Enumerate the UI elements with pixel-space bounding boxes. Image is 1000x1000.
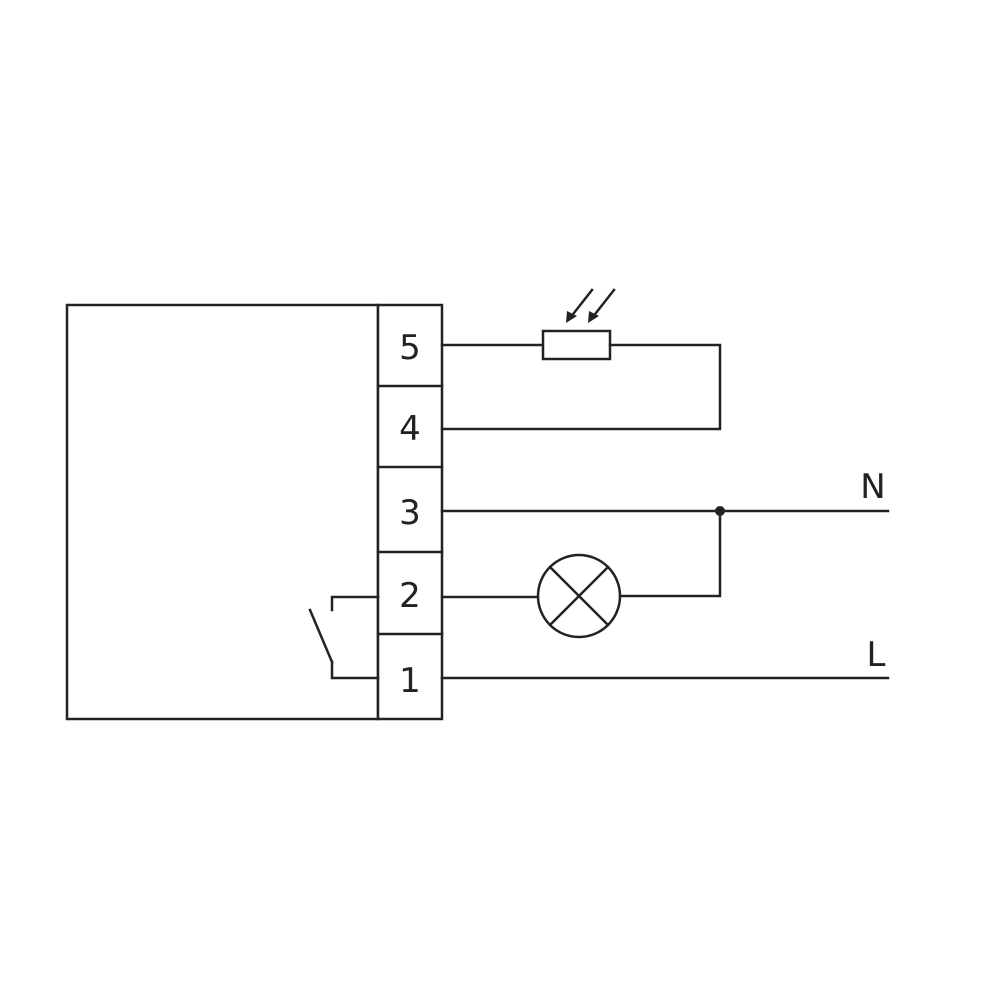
photoresistor: [541, 329, 612, 361]
terminal-2-label: 2: [399, 576, 421, 616]
terminal-1-label: 1: [399, 661, 421, 701]
terminal-4-label: 4: [399, 409, 421, 449]
live-line: L: [440, 635, 890, 680]
neutral-line: N: [440, 467, 890, 516]
terminal-3-label: 3: [399, 493, 421, 533]
relay-contact: [308, 595, 380, 680]
lamp-circuit: [440, 509, 722, 639]
relay-contact-upper-lead: [330, 595, 380, 612]
terminal-5-label: 5: [399, 328, 421, 368]
light-arrows-icon: [566, 288, 616, 323]
relay-contact-blade: [308, 608, 334, 664]
live-label: L: [867, 635, 886, 675]
lamp-return-wire: [618, 509, 722, 598]
terminal-block-frame: [376, 303, 444, 721]
device-housing: [65, 303, 380, 721]
light-sensor-circuit: [440, 288, 722, 431]
relay-contact-lower-lead: [330, 660, 380, 680]
neutral-label: N: [860, 467, 885, 507]
lamp-icon: [536, 553, 622, 639]
terminal-block: 5 4 3 2 1: [376, 303, 444, 721]
sensor-return-wire: [440, 343, 722, 431]
